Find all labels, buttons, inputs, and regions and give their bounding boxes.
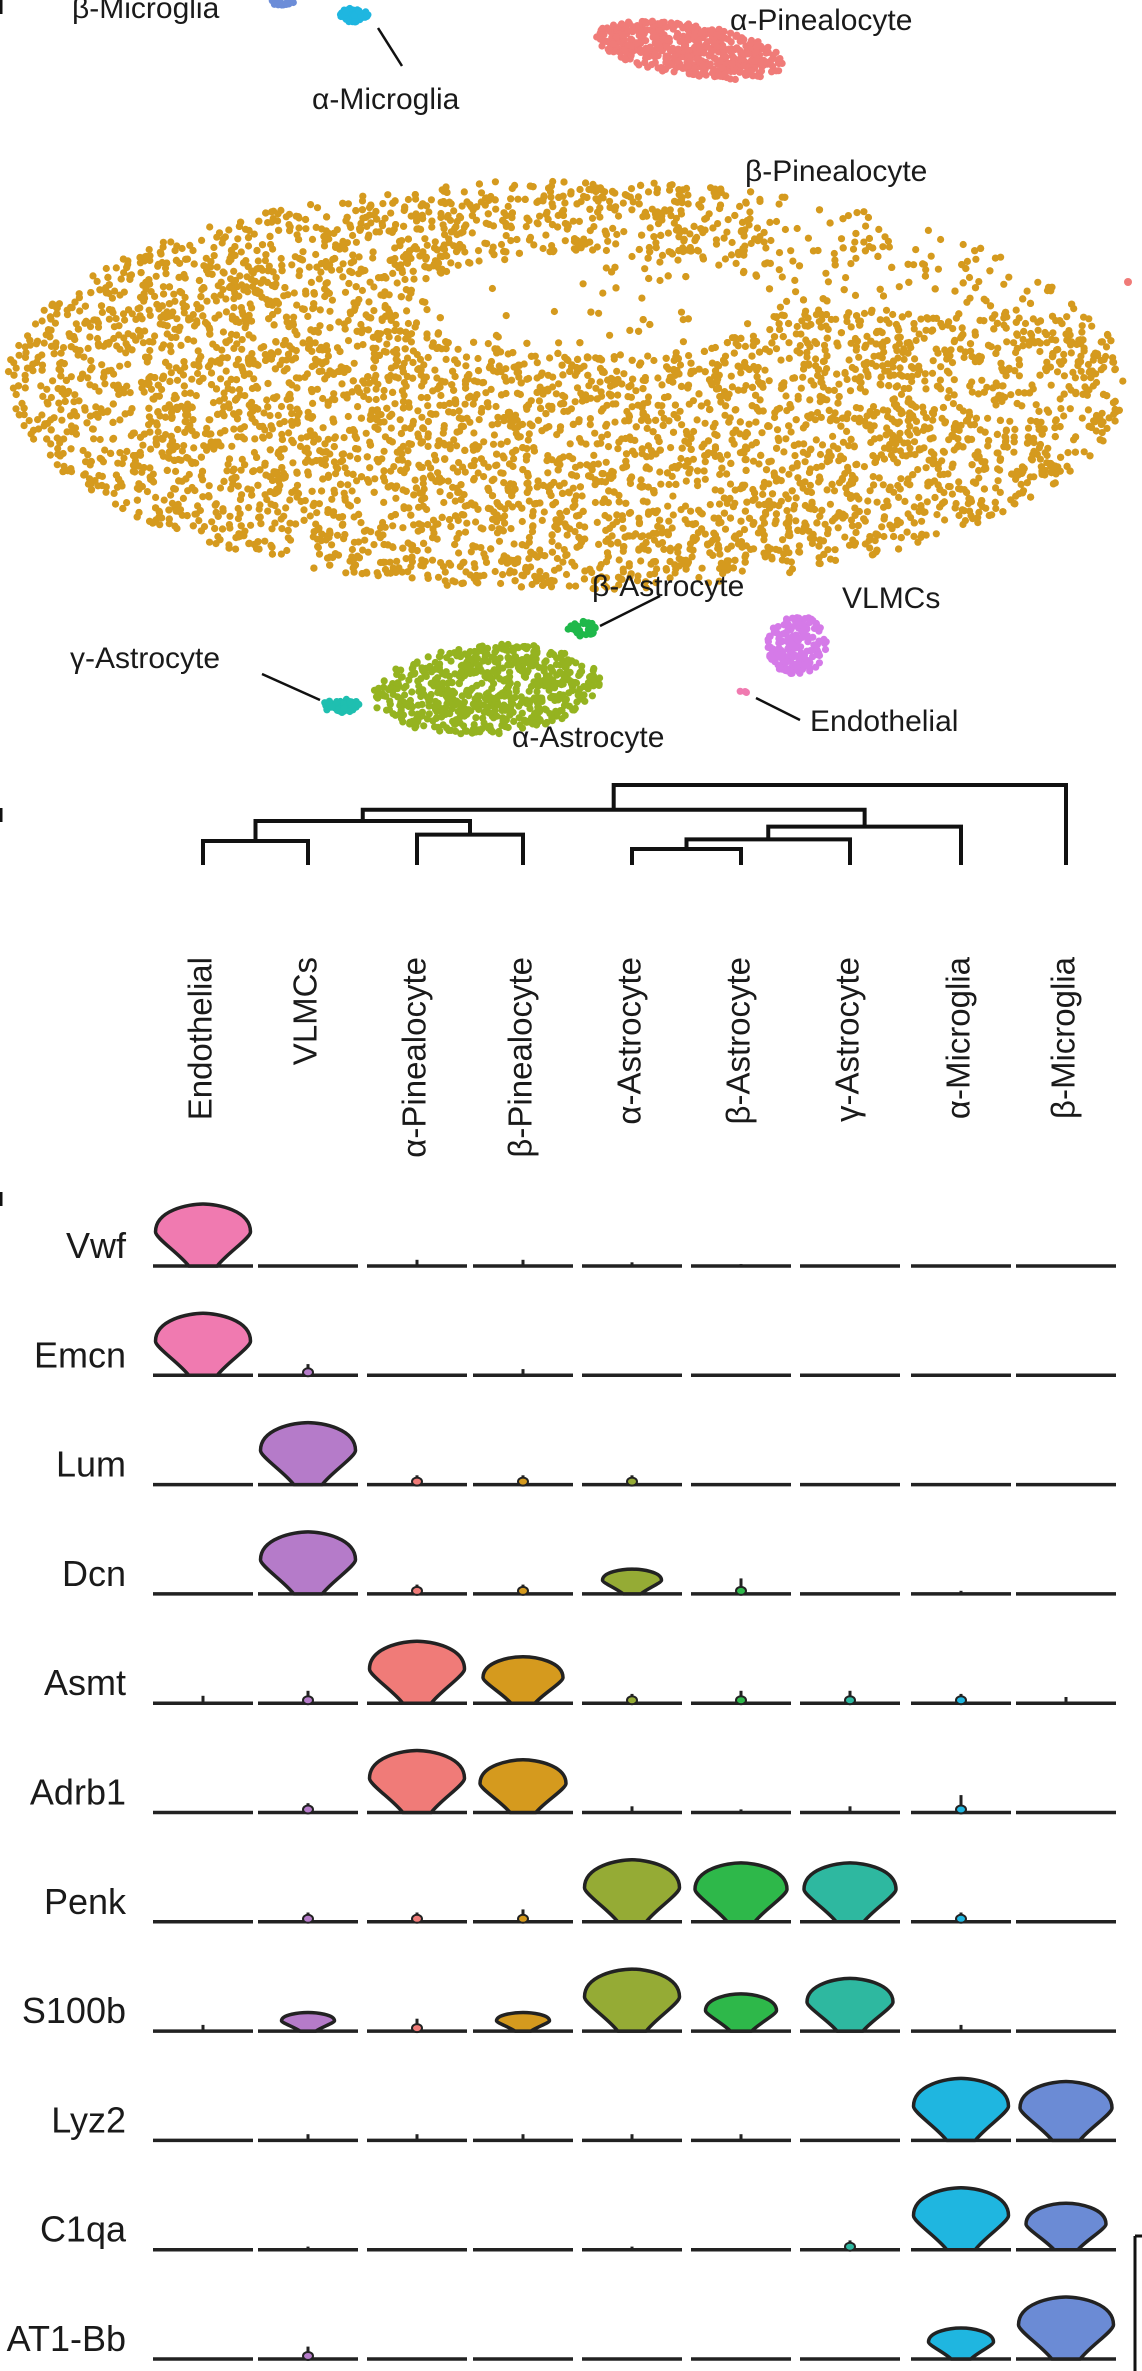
violin-row-adrb1: Adrb1 <box>30 1748 1116 1815</box>
violin-penk-alpha-astrocyte <box>582 1858 682 1924</box>
dendrogram-leaf-alpha-microglia: α-Microglia <box>940 956 977 1119</box>
violin-adrb1-alpha-pinealocyte <box>367 1748 467 1815</box>
dendrogram-merge-2 <box>684 837 852 865</box>
label-alpha-astrocyte: α-Astrocyte <box>512 721 664 754</box>
dendrogram-merge-4 <box>253 819 472 841</box>
dendrogram-leaf-alpha-pinealocyte: α-Pinealocyte <box>396 957 433 1158</box>
leader-beta-astrocyte <box>599 594 661 628</box>
label-endothelial: Endothelial <box>810 705 958 738</box>
tsne-leaders <box>261 27 801 722</box>
violin-row-at1-bb: AT1-Bb <box>7 2295 1116 2361</box>
violin-at1-bb-beta-microglia <box>1016 2295 1116 2361</box>
label-beta-microglia: β-Microglia <box>72 0 220 25</box>
gene-label-emcn: Emcn <box>34 1334 126 1375</box>
label-gamma-astrocyte: γ-Astrocyte <box>70 642 220 675</box>
dendrogram-lines <box>201 783 1068 865</box>
gene-label-lum: Lum <box>56 1444 126 1485</box>
tsne-cluster-beta-astrocyte <box>564 617 599 640</box>
violin-penk-gamma-astrocyte <box>802 1861 898 1924</box>
tsne-cluster-endothelial <box>736 687 751 697</box>
dendrogram-merge-0 <box>415 832 525 865</box>
label-beta-astrocyte: β-Astrocyte <box>592 570 744 603</box>
violin-rows: VwfEmcnLumDcnAsmtAdrb1PenkS100bLyz2C1qaA… <box>7 1202 1116 2361</box>
violin-dcn-alpha-astrocyte <box>600 1567 664 1596</box>
dendrogram-panel: Endothelial VLMCs α-Pinealocyte β-Pinealocy… <box>0 783 1082 1158</box>
dendrogram-labels: Endothelial VLMCs α-Pinealocyte β-Pinealocy… <box>182 956 1082 1157</box>
tsne-points <box>4 0 1132 738</box>
violin-row-s100b: S100b <box>22 1967 1116 2034</box>
violin-penk-beta-astrocyte <box>693 1861 789 1924</box>
violin-c1qa-beta-microglia <box>1024 2201 1108 2252</box>
gene-label-lyz2: Lyz2 <box>51 2099 126 2140</box>
label-beta-pinealocyte: β-Pinealocyte <box>745 155 927 188</box>
label-alpha-microglia: α-Microglia <box>312 83 460 116</box>
violin-row-lum: Lum <box>56 1420 1116 1487</box>
violin-emcn-endothelial <box>153 1311 253 1378</box>
violin-lyz2-beta-microglia <box>1018 2079 1114 2143</box>
dendrogram-leaf-beta-microglia: β-Microglia <box>1045 956 1082 1119</box>
dendrogram-merge-7 <box>611 783 1068 865</box>
dendrogram-merge-5 <box>766 824 963 865</box>
scale-bracket <box>1133 2234 1142 2371</box>
gene-label-adrb1: Adrb1 <box>30 1772 126 1813</box>
violin-s100b-beta-pinealocyte <box>494 2010 552 2033</box>
tsne-cluster-alpha-pinealocyte <box>593 17 786 83</box>
gene-label-s100b: S100b <box>22 1990 126 2031</box>
violin-row-asmt: Asmt <box>44 1639 1116 1706</box>
violin-c1qa-alpha-microglia <box>911 2185 1011 2252</box>
dendrogram-leaf-beta-astrocyte: β-Astrocyte <box>720 957 757 1125</box>
violin-s100b-alpha-astrocyte <box>582 1967 682 2033</box>
tsne-cluster-gamma-astrocyte <box>321 695 363 717</box>
dendrogram-leaf-gamma-astrocyte: γ-Astrocyte <box>829 957 866 1122</box>
label-vlmcs: VLMCs <box>842 582 940 615</box>
violin-lum-vlmcs <box>258 1420 358 1487</box>
violin-row-penk: Penk <box>44 1858 1116 1924</box>
dendrogram-leaf-beta-pinealocyte: β-Pinealocyte <box>502 957 539 1158</box>
gene-label-asmt: Asmt <box>44 1662 126 1703</box>
dendrogram-leaf-alpha-astrocyte: α-Astrocyte <box>611 957 648 1125</box>
tsne-cluster-beta-pinealocyte <box>4 177 1127 593</box>
violin-asmt-beta-pinealocyte <box>481 1654 565 1705</box>
violin-s100b-beta-astrocyte <box>703 1992 779 2033</box>
gene-label-at1-bb: AT1-Bb <box>7 2318 126 2359</box>
tsne-cluster-alpha-astrocyte <box>370 640 604 738</box>
violin-at1-bb-alpha-microglia <box>926 2326 996 2361</box>
tsne-labels: β-Microglia α-Microglia α-Pinealocyte β-… <box>70 0 958 754</box>
tsne-outlier-point <box>1124 278 1132 286</box>
violin-asmt-alpha-pinealocyte <box>367 1639 467 1705</box>
violin-s100b-vlmcs <box>279 2010 337 2033</box>
violin-row-c1qa: C1qa <box>40 2185 1116 2252</box>
violin-panel: VwfEmcnLumDcnAsmtAdrb1PenkS100bLyz2C1qaA… <box>0 1192 1142 2371</box>
leader-endothelial <box>755 696 801 722</box>
violin-s100b-gamma-astrocyte <box>805 1976 895 2033</box>
violin-adrb1-beta-pinealocyte <box>478 1758 568 1815</box>
violin-row-dcn: Dcn <box>62 1530 1116 1596</box>
tsne-panel: β-Microglia α-Microglia α-Pinealocyte β-… <box>0 0 1132 754</box>
leader-alpha-microglia <box>376 27 404 67</box>
gene-label-vwf: Vwf <box>66 1225 127 1266</box>
label-alpha-pinealocyte: α-Pinealocyte <box>730 4 912 37</box>
violin-row-lyz2: Lyz2 <box>51 2076 1116 2143</box>
violin-row-vwf: Vwf <box>66 1202 1116 1268</box>
gene-label-dcn: Dcn <box>62 1553 126 1594</box>
violin-vwf-endothelial <box>153 1202 253 1268</box>
dendrogram-leaf-endothelial: Endothelial <box>182 957 219 1120</box>
gene-label-c1qa: C1qa <box>40 2209 127 2250</box>
dendrogram-merge-6 <box>360 807 867 827</box>
dendrogram-leaf-vlmcs: VLMCs <box>287 957 324 1065</box>
violin-dcn-vlmcs <box>258 1530 358 1596</box>
tsne-cluster-vlmcs <box>764 614 830 678</box>
gene-label-penk: Penk <box>44 1881 127 1922</box>
violin-row-emcn: Emcn <box>34 1311 1116 1378</box>
leader-gamma-astrocyte <box>261 672 321 702</box>
tsne-cluster-alpha-microglia <box>336 4 372 26</box>
tsne-cluster-beta-microglia <box>268 0 297 9</box>
dendrogram-merge-3 <box>201 839 310 865</box>
dendrogram-merge-1 <box>630 847 743 865</box>
violin-lyz2-alpha-microglia <box>911 2076 1011 2143</box>
